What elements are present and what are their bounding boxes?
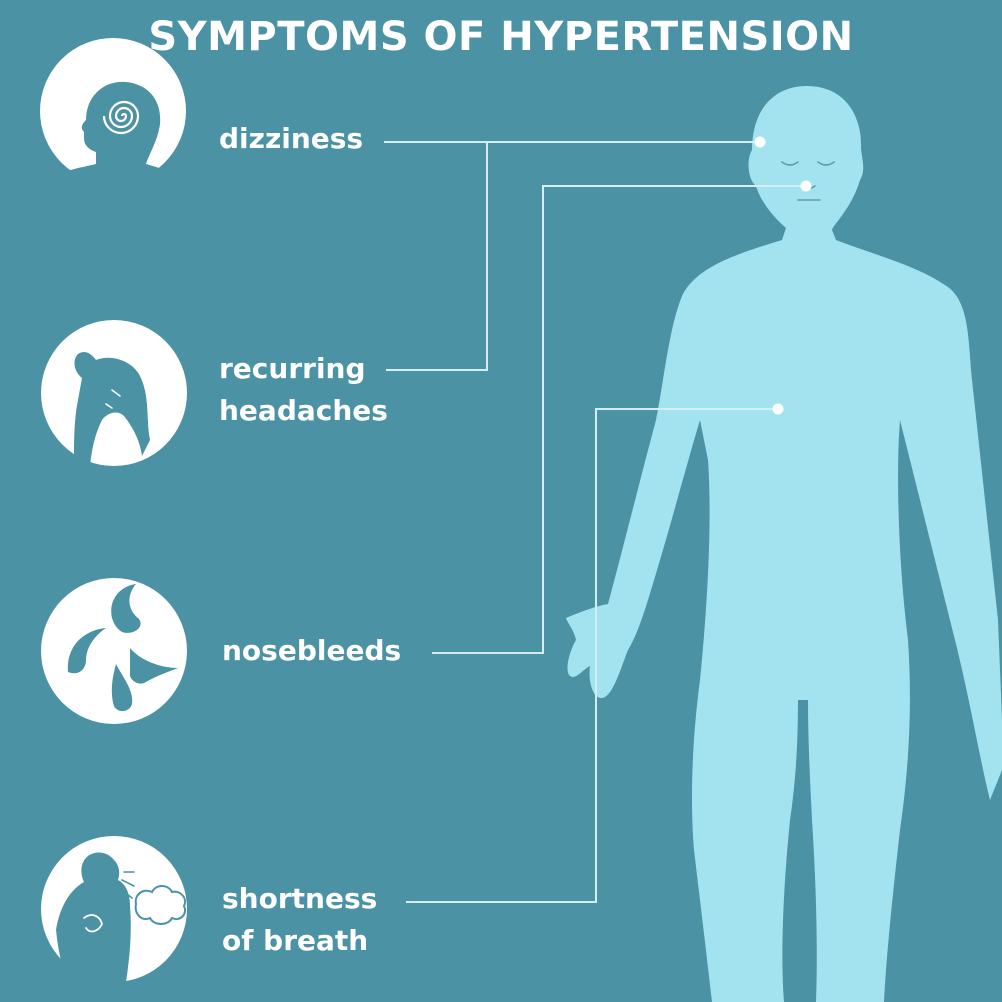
symptom-label-line: nosebleeds bbox=[222, 634, 402, 667]
connector-nosebleeds bbox=[432, 185, 806, 654]
head-point-dot bbox=[754, 136, 766, 148]
chest-point-dot bbox=[772, 403, 784, 415]
symptom-label-line: of breath bbox=[222, 924, 369, 957]
connector-dots bbox=[754, 136, 812, 415]
symptom-label-shortness-of-breath: shortness of breath bbox=[222, 878, 377, 962]
left-closed-eye bbox=[781, 161, 799, 166]
headache-person-icon bbox=[41, 320, 187, 466]
human-body-silhouette bbox=[566, 86, 1002, 1002]
symptom-label-line: dizziness bbox=[219, 122, 364, 155]
symptom-label-nosebleeds: nosebleeds bbox=[222, 630, 401, 672]
symptom-label-recurring-headaches: recurring headaches bbox=[219, 348, 388, 432]
symptom-label-dizziness: dizziness bbox=[219, 118, 363, 160]
connector-headaches bbox=[386, 142, 488, 371]
symptom-label-line: recurring bbox=[219, 352, 366, 385]
right-closed-eye bbox=[817, 161, 835, 166]
symptom-label-line: shortness bbox=[222, 882, 378, 915]
human-body-outline bbox=[566, 86, 1002, 1002]
spiral-head-icon bbox=[40, 38, 186, 190]
connector-breath bbox=[406, 408, 778, 903]
blood-drops-icon bbox=[41, 578, 187, 724]
breathless-person-icon bbox=[41, 836, 187, 982]
nose-point-dot bbox=[800, 180, 812, 192]
symptom-label-line: headaches bbox=[219, 394, 388, 427]
connector-lines bbox=[384, 141, 806, 903]
page-title: SYMPTOMS OF HYPERTENSION bbox=[148, 14, 854, 60]
